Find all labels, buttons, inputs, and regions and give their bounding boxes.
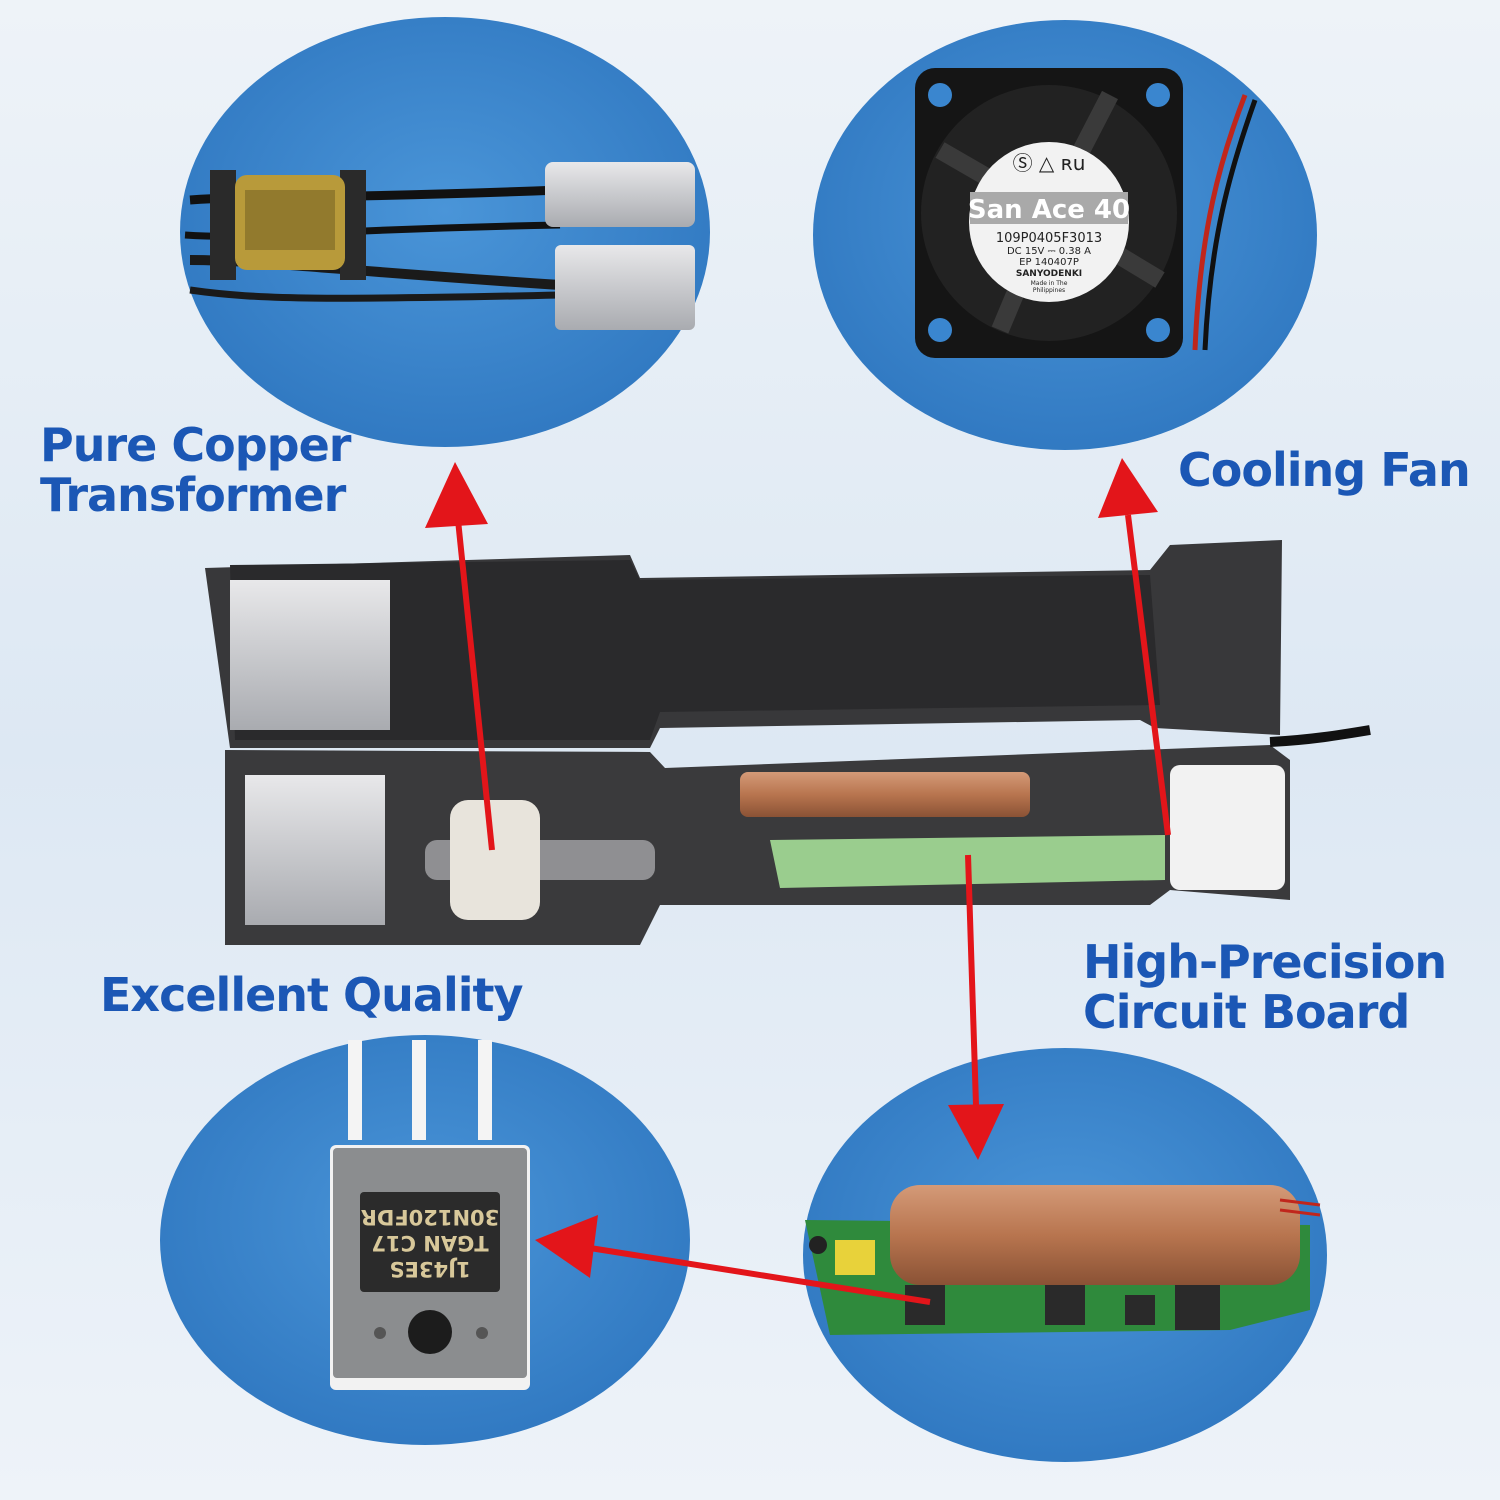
svg-text:Ⓢ △ ʀu: Ⓢ △ ʀu [1013, 151, 1086, 175]
callout-circuit-line1: High-Precision [1083, 935, 1447, 989]
heatsink-top [230, 580, 390, 730]
fan-brand: San Ace 40 [968, 195, 1130, 225]
transformer-in-housing [450, 800, 540, 920]
callout-circuit: High-Precision Circuit Board [1083, 935, 1447, 1039]
heatsink-bottom [245, 775, 385, 925]
circuit-board-photo-circle [803, 1048, 1327, 1462]
arrow-to-circuit [965, 854, 979, 1106]
callout-quality: Excellent Quality [100, 968, 523, 1022]
arrow-to-fan [1125, 514, 1171, 836]
callout-transformer: Pure Copper Transformer [40, 418, 351, 522]
arrowhead-up [425, 462, 488, 528]
copper-shield [890, 1185, 1300, 1285]
cooling-fan-photo-circle: Ⓢ △ ʀu San Ace 40 109P0405F3013 DC 15V ⎓… [813, 20, 1317, 450]
arrow-to-igbt [589, 1245, 931, 1305]
fan-model: 109P0405F3013 [996, 231, 1102, 246]
fan-in-housing [1170, 765, 1285, 890]
fan-origin-2: Philippines [1033, 287, 1065, 294]
callout-fan-line1: Cooling Fan [1178, 443, 1471, 497]
callout-fan: Cooling Fan [1178, 443, 1471, 497]
callout-transformer-line1: Pure Copper [40, 418, 351, 472]
callout-arrows [425, 458, 1171, 1305]
callout-circuit-line2: Circuit Board [1083, 985, 1410, 1039]
fan-maker: SANYODENKI [1016, 269, 1082, 279]
igbt-photo-circle: 1J43ES TGAN C17 30N120FDR [160, 1035, 690, 1445]
arrow-to-transformer [455, 519, 495, 851]
heatsink-block [545, 162, 695, 227]
fan-origin-1: Made in The [1031, 280, 1068, 287]
transformer-photo-circle [180, 17, 710, 447]
heatsink-block [555, 245, 695, 330]
callout-quality-line1: Excellent Quality [100, 968, 523, 1022]
arrowhead-up [1098, 458, 1158, 518]
fan-rating: DC 15V ⎓ 0.38 A [1007, 246, 1091, 257]
igbt-marking-1: 30N120FDR [361, 1205, 500, 1229]
arrowhead-left [535, 1215, 598, 1278]
igbt-marking-2: TGAN C17 [371, 1231, 488, 1255]
igbt-marking-3: 1J43ES [389, 1257, 470, 1281]
heat-gun-housing [205, 540, 1371, 945]
callout-transformer-line2: Transformer [40, 468, 346, 522]
arrowhead-down [948, 1104, 1004, 1160]
fan-ep-code: EP 140407P [1019, 257, 1079, 268]
